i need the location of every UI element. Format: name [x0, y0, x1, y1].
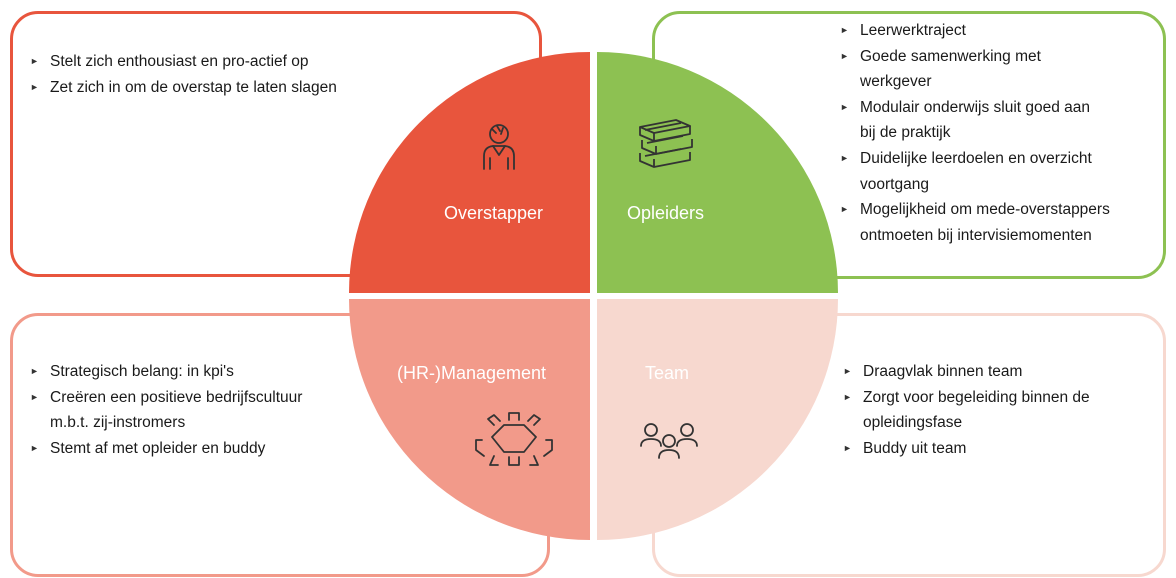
team-title: Team — [645, 363, 689, 383]
overstapper-quadrant — [349, 52, 590, 293]
overstapper-list: ►Stelt zich enthousiast en pro-actief op… — [30, 49, 450, 100]
bullet-arrow-icon: ► — [843, 366, 852, 376]
bullet-arrow-icon: ► — [840, 25, 849, 35]
bullet-arrow-icon: ► — [30, 366, 39, 376]
meeting-table-icon — [475, 412, 553, 466]
list-item: ►Strategisch belang: in kpi's — [30, 359, 360, 385]
list-item: ►Draagvlak binnen team — [843, 359, 1161, 385]
team-quadrant — [597, 299, 838, 540]
list-item: ►Leerwerktraject — [840, 18, 1166, 44]
bullet-arrow-icon: ► — [840, 101, 849, 112]
list-item: ►Buddy uit team — [843, 436, 1161, 462]
opleiders-quadrant — [597, 52, 838, 293]
list-item: ►Stemt af met opleider en buddy — [30, 436, 360, 462]
overstapper-title: Overstapper — [444, 203, 543, 223]
bullet-arrow-icon: ► — [30, 442, 39, 453]
bullet-arrow-icon: ► — [840, 152, 849, 163]
team-list: ►Draagvlak binnen team ►Zorgt voor begel… — [843, 359, 1161, 461]
management-quadrant — [349, 299, 590, 540]
bullet-arrow-icon: ► — [30, 391, 39, 402]
person-thinking-icon — [483, 124, 515, 170]
bullet-arrow-icon: ► — [30, 81, 39, 92]
management-list: ►Strategisch belang: in kpi's ►Creëren e… — [30, 359, 360, 461]
bullet-arrow-icon: ► — [843, 442, 852, 453]
team-people-icon — [640, 423, 698, 459]
list-item: ►Stelt zich enthousiast en pro-actief op — [30, 49, 450, 75]
management-title: (HR-)Management — [397, 363, 546, 383]
opleiders-title: Opleiders — [627, 203, 704, 223]
bullet-arrow-icon: ► — [840, 204, 849, 215]
opleiders-list: ►Leerwerktraject ►Goede samenwerking met… — [840, 18, 1166, 248]
list-item: ►Zet zich in om de overstap te laten sla… — [30, 75, 450, 101]
books-icon — [639, 119, 693, 168]
bullet-arrow-icon: ► — [30, 56, 39, 66]
bullet-arrow-icon: ► — [840, 50, 849, 61]
bullet-arrow-icon: ► — [843, 391, 852, 402]
